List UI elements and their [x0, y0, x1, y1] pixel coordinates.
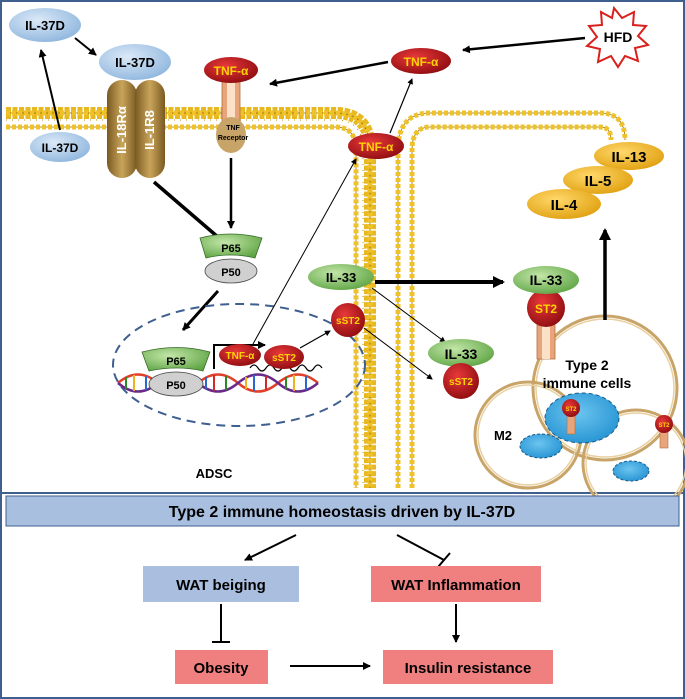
to-beiging-arrow — [244, 534, 297, 561]
wat-beiging-label: WAT beiging — [176, 577, 266, 594]
wat-beiging-box: WAT beiging — [143, 566, 299, 602]
tnf-receptor: TNF Receptor — [216, 77, 249, 153]
p50-nucleus-label: P50 — [166, 380, 186, 392]
obesity-box: Obesity — [175, 650, 268, 684]
cell-three-nucleus — [612, 460, 650, 482]
il33-to-complex-arrow — [371, 287, 446, 343]
il4-label: IL-4 — [551, 197, 578, 214]
tnf-secretion-arrow — [389, 78, 413, 134]
sst2-gene-node: sST2 — [264, 345, 304, 369]
p65-nucleus: P65 — [141, 347, 211, 372]
immune-cell-nucleus — [544, 392, 620, 444]
il13-node: IL-13 — [594, 142, 664, 170]
immune-cells-label-1: Type 2 — [565, 357, 609, 373]
il33-adsc-node: IL-33 — [308, 264, 374, 290]
adsc-label: ADSC — [196, 466, 233, 481]
st2-small-b-label: ST2 — [658, 423, 670, 429]
il5-node: IL-5 — [563, 166, 633, 194]
p65-cytoplasm: P65 — [199, 233, 263, 259]
il37d-outside-node: IL-37D — [9, 8, 81, 42]
p65-label: P65 — [221, 243, 241, 255]
st2-receptor: ST2 — [527, 289, 565, 360]
insulin-resistance-label: Insulin resistance — [405, 660, 532, 677]
tnf-bound-node: TNF-α — [204, 57, 258, 83]
wat-inflammation-box: WAT Inflammation — [371, 566, 541, 602]
m2-nucleus — [519, 433, 563, 459]
tnf-to-receptor-arrow — [269, 60, 389, 87]
nucleus — [112, 303, 366, 427]
il37d-bound-node: IL-37D — [99, 44, 171, 80]
il18ra-label: IL-18Rα — [114, 106, 129, 154]
sst2-free-label: sST2 — [336, 316, 360, 327]
hfd-burst: HFD — [584, 5, 651, 69]
tnf-bound-label: TNF-α — [214, 64, 249, 78]
p50-nucleus: P50 — [148, 371, 204, 397]
tnf-receptor-label-2: Receptor — [218, 135, 249, 142]
insulin-resistance-box: Insulin resistance — [383, 650, 553, 684]
il33-complex-label: IL-33 — [445, 346, 478, 362]
sst2-free-node: sST2 — [331, 303, 365, 337]
il37d-inside-label: IL-37D — [42, 141, 79, 155]
sst2-complex-label: sST2 — [449, 377, 473, 388]
tnf-secreted-label: TNF-α — [359, 140, 394, 154]
il37d-inside-node: IL-37D — [30, 132, 90, 162]
immune-cells-label-2: immune cells — [543, 375, 632, 391]
homeostasis-banner — [5, 495, 680, 527]
il33-sst2-complex: IL-33 sST2 — [428, 339, 494, 399]
tnf-receptor-label-1: TNF — [226, 125, 240, 132]
il33-cell-node: IL-33 — [513, 266, 579, 294]
il37d-bind-arrow — [74, 37, 97, 56]
right-cell-membrane — [395, 110, 628, 488]
tnf-secreted-node: TNF-α — [348, 133, 404, 159]
hfd-label: HFD — [604, 29, 633, 45]
p50-label: P50 — [221, 267, 241, 279]
il4-node: IL-4 — [527, 189, 601, 219]
to-inflammation-inhibit-bar — [437, 552, 451, 568]
p65-nucleus-label: P65 — [166, 356, 186, 368]
il37d-outside-label: IL-37D — [25, 18, 65, 33]
sst2-gene-label: sST2 — [272, 353, 296, 364]
st2-small-a: ST2 — [562, 399, 580, 435]
il37d-bound-label: IL-37D — [115, 55, 155, 70]
hfd-to-tnf-arrow — [462, 36, 586, 54]
il33-adsc-label: IL-33 — [326, 270, 356, 285]
to-inflammation-inhibit-line — [396, 534, 445, 561]
banner-label: Type 2 immune homeostasis driven by IL-3… — [169, 504, 515, 521]
obesity-label: Obesity — [193, 660, 249, 677]
il33-cell-label: IL-33 — [530, 272, 563, 288]
tnf-gene-node: TNF-α — [219, 344, 261, 366]
p50-cytoplasm: P50 — [204, 258, 258, 284]
receptor-inhibit-line — [152, 180, 228, 246]
m2-label: M2 — [494, 428, 512, 443]
sst2-to-complex-arrow — [363, 327, 433, 380]
tnf-gene-label: TNF-α — [226, 351, 256, 362]
wat-inflammation-label: WAT Inflammation — [391, 577, 521, 594]
il37d-up-arrow — [38, 49, 61, 131]
st2-small-b: ST2 — [655, 415, 673, 449]
tnf-free-node: TNF-α — [391, 48, 451, 74]
nfkb-translocation-arrow — [181, 289, 220, 332]
tnf-gene-to-secretion-arrow — [252, 158, 357, 345]
st2-receptor-label: ST2 — [535, 302, 557, 316]
st2-small-a-label: ST2 — [565, 407, 577, 413]
il1r8-label: IL-1R8 — [142, 110, 157, 150]
sst2-gene-arrow — [299, 330, 331, 349]
il5-label: IL-5 — [585, 173, 612, 190]
il18ra-il1r8-receptor: IL-18Rα IL-1R8 — [107, 80, 165, 178]
il13-label: IL-13 — [611, 149, 646, 166]
type2-immune-cells: Type 2 immune cells M2 — [473, 314, 685, 518]
tnf-free-label: TNF-α — [404, 55, 439, 69]
